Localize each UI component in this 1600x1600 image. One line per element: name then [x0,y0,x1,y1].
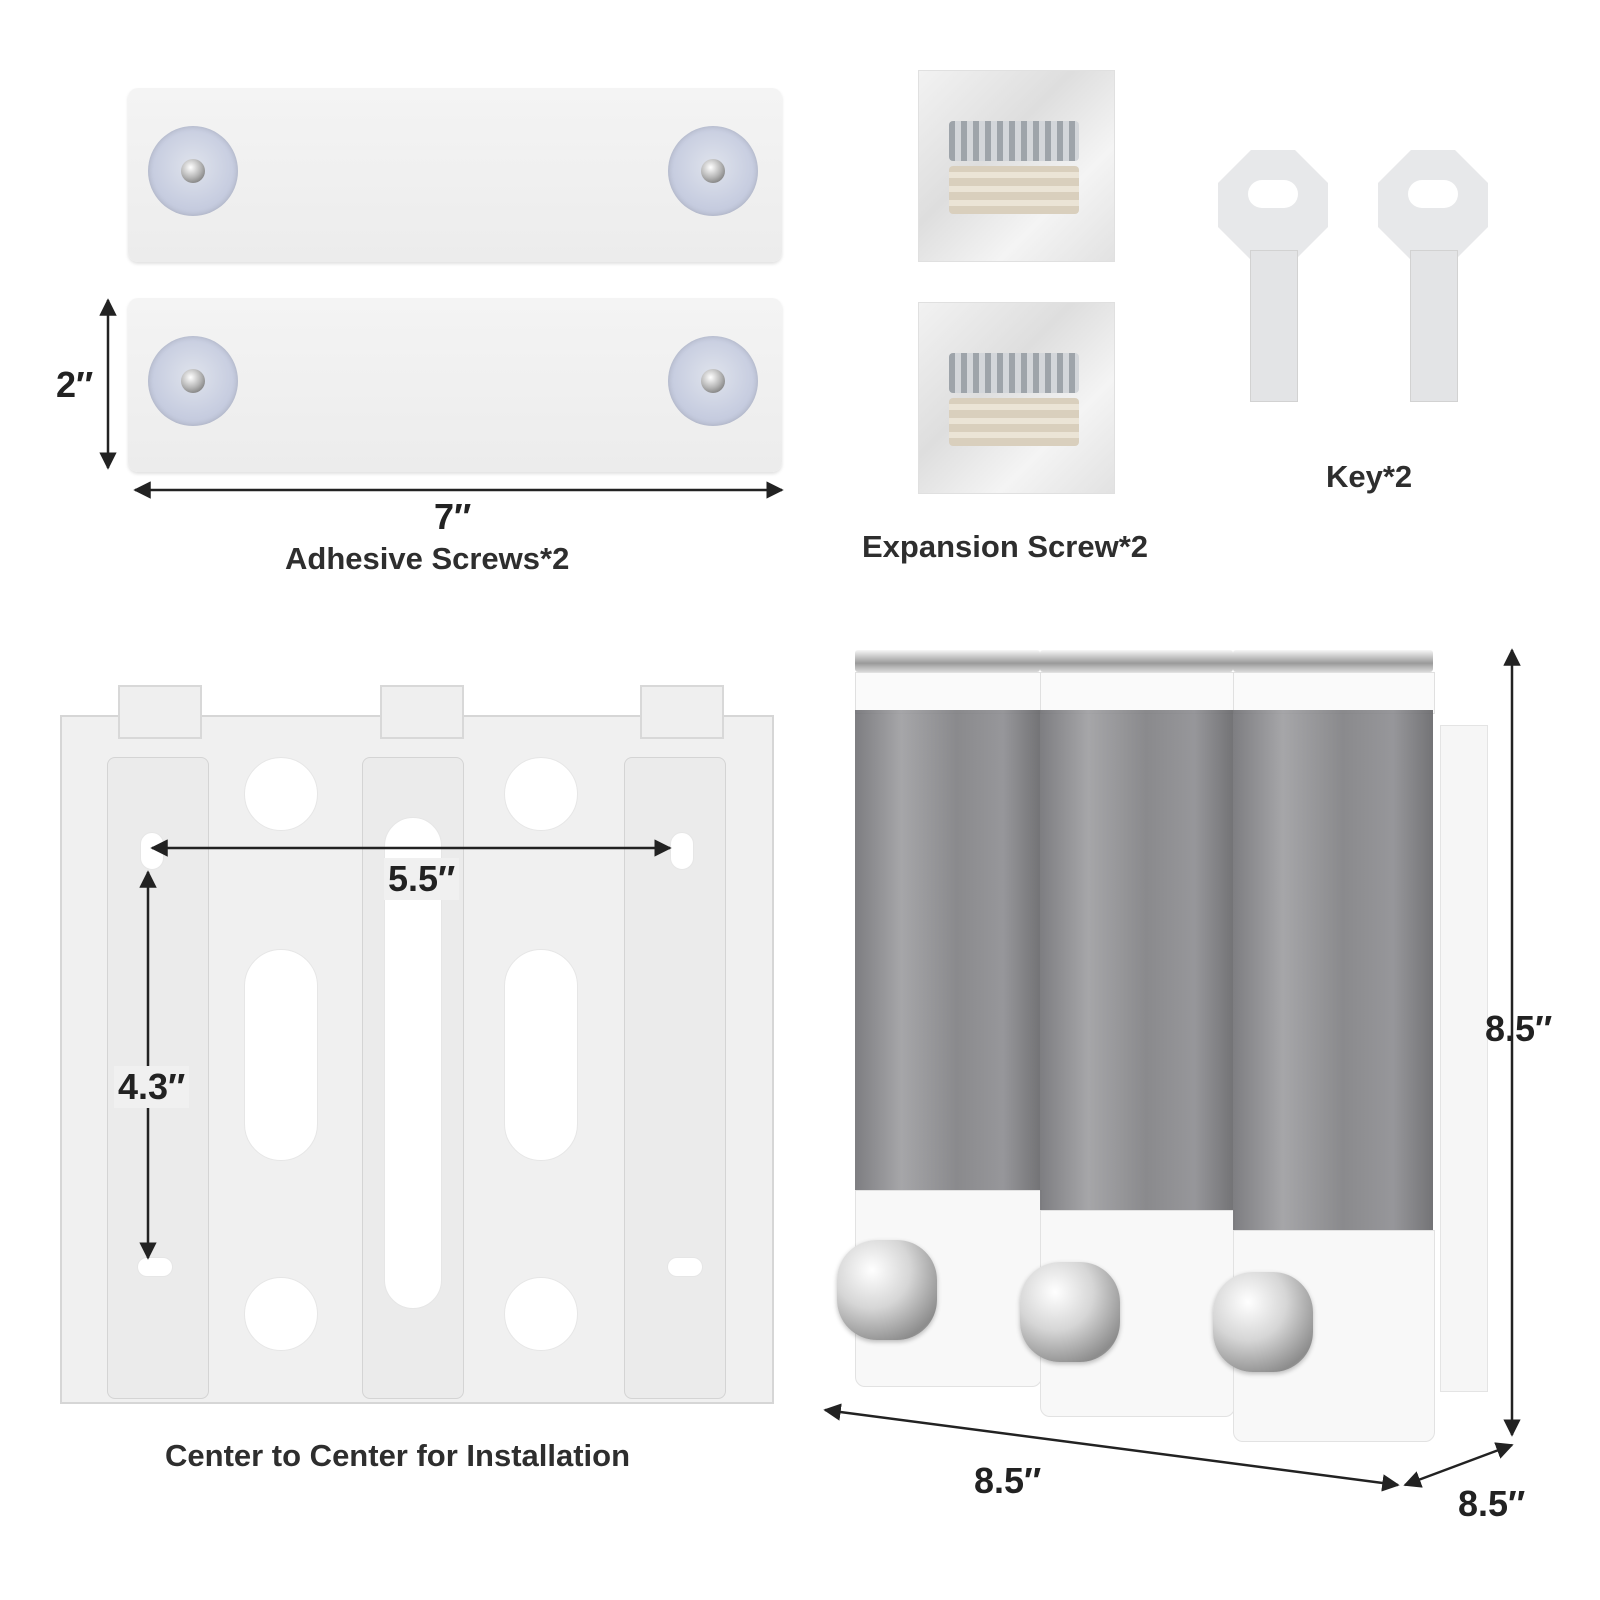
chrome-cap [855,650,1040,672]
bracket-tab [380,685,464,739]
key-head [1218,150,1328,260]
key-shaft [1410,250,1458,402]
translucent-tank [1040,710,1233,1210]
plate-width-label: 7″ [434,496,472,537]
dispenser-height-label: 8.5″ [1485,1008,1553,1049]
dispenser-chamber-left [837,650,1042,1410]
translucent-tank [855,710,1040,1190]
screw-stud [181,159,205,183]
expansion-screw-bag-bottom [918,302,1115,494]
bracket-dimension-arrows [139,839,672,1260]
mounting-hole-upper-right [670,832,694,870]
key-hole [1248,180,1298,208]
adhesive-screws-caption: Adhesive Screws*2 [285,541,570,576]
bracket-hole [244,757,318,831]
adhesive-plate-top [128,88,782,262]
mounting-bracket [60,685,774,1404]
bracket-hole [504,1277,578,1351]
key-head [1378,150,1488,260]
bracket-slot [244,949,318,1161]
hole-vertical-label: 4.3″ [114,1066,190,1108]
pump-button[interactable] [1213,1272,1313,1372]
dispenser-dimension-arrows [823,648,1521,1492]
screw-stud [701,159,725,183]
top-collar [1233,672,1435,714]
mounting-hole-lower-right [667,1257,703,1277]
key-caption: Key*2 [1326,459,1413,494]
dispenser-chamber-middle [1020,650,1235,1430]
screw-stud [701,369,725,393]
bracket-hole [504,757,578,831]
wall-anchors [949,166,1079,214]
wall-backplate [1440,725,1488,1392]
translucent-tank [1233,710,1433,1230]
dispenser-depth-label: 8.5″ [1458,1483,1526,1524]
pump-button[interactable] [1020,1262,1120,1362]
dispenser-chamber-right [1213,650,1435,1450]
screw-stud [181,369,205,393]
screws [949,121,1079,161]
dispenser-width-label: 8.5″ [974,1460,1042,1501]
chrome-cap [1040,650,1233,672]
expansion-screw-caption: Expansion Screw*2 [862,529,1149,564]
suction-cup [668,336,758,426]
plate-dimension-arrows [99,298,784,499]
bracket-tab [640,685,724,739]
key-right [1378,150,1493,410]
dispenser-width-arrow [823,1403,1400,1492]
dispenser-depth-arrow [1403,1442,1514,1488]
bracket-tab [118,685,202,739]
suction-cup [668,126,758,216]
suction-cup [148,126,238,216]
screws [949,353,1079,393]
key-left [1218,150,1333,410]
hole-horizontal-label: 5.5″ [384,858,460,900]
suction-cup [148,336,238,426]
pump-button[interactable] [837,1240,937,1340]
wall-anchors [949,398,1079,446]
key-hole [1408,180,1458,208]
chrome-cap [1233,650,1433,672]
center-to-center-caption: Center to Center for Installation [165,1438,631,1473]
bracket-hole [244,1277,318,1351]
expansion-screw-bag-top [918,70,1115,262]
key-shaft [1250,250,1298,402]
adhesive-plate-bottom [128,298,782,472]
top-collar [1040,672,1235,714]
plate-height-label: 2″ [56,364,94,405]
bracket-slot [504,949,578,1161]
